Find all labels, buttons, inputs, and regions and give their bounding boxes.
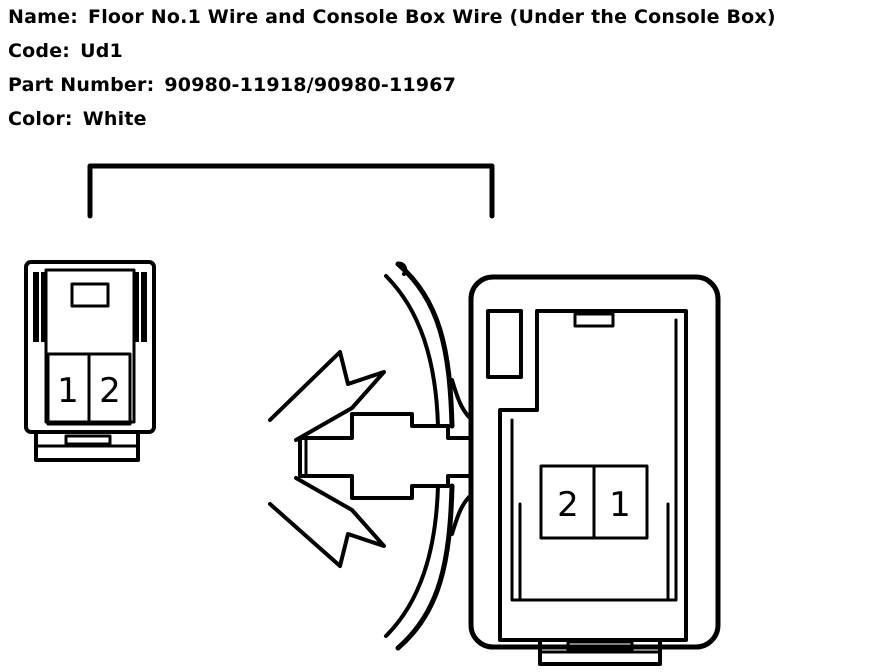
part-number-label: Part Number:	[8, 74, 155, 96]
left-connector	[24, 260, 156, 462]
code-value: Ud1	[80, 40, 123, 62]
name-line: Name: Floor No.1 Wire and Console Box Wir…	[8, 6, 776, 28]
code-line: Code: Ud1	[8, 40, 123, 62]
clip-wing-lower	[395, 483, 455, 651]
left-pin-label: 1	[57, 371, 79, 411]
right-pin-label: 1	[609, 485, 631, 525]
code-label: Code:	[8, 40, 71, 62]
part-number-value: 90980-11918/90980-11967	[164, 74, 457, 96]
clip-barb-lower	[268, 476, 386, 568]
clip-barb-upper	[268, 350, 386, 442]
right-connector	[268, 261, 721, 666]
left-pin-label: 2	[99, 371, 121, 411]
clip-wing-upper	[395, 261, 455, 429]
right-pin-label: 2	[557, 485, 579, 525]
clip-stem	[298, 412, 473, 500]
name-label: Name:	[8, 6, 79, 28]
color-label: Color:	[8, 108, 73, 130]
color-value: White	[82, 108, 147, 130]
pair-bracket	[87, 163, 495, 219]
part-number-line: Part Number: 90980-11918/90980-11967	[8, 74, 456, 96]
name-value: Floor No.1 Wire and Console Box Wire (Un…	[88, 6, 776, 28]
color-line: Color: White	[8, 108, 147, 130]
